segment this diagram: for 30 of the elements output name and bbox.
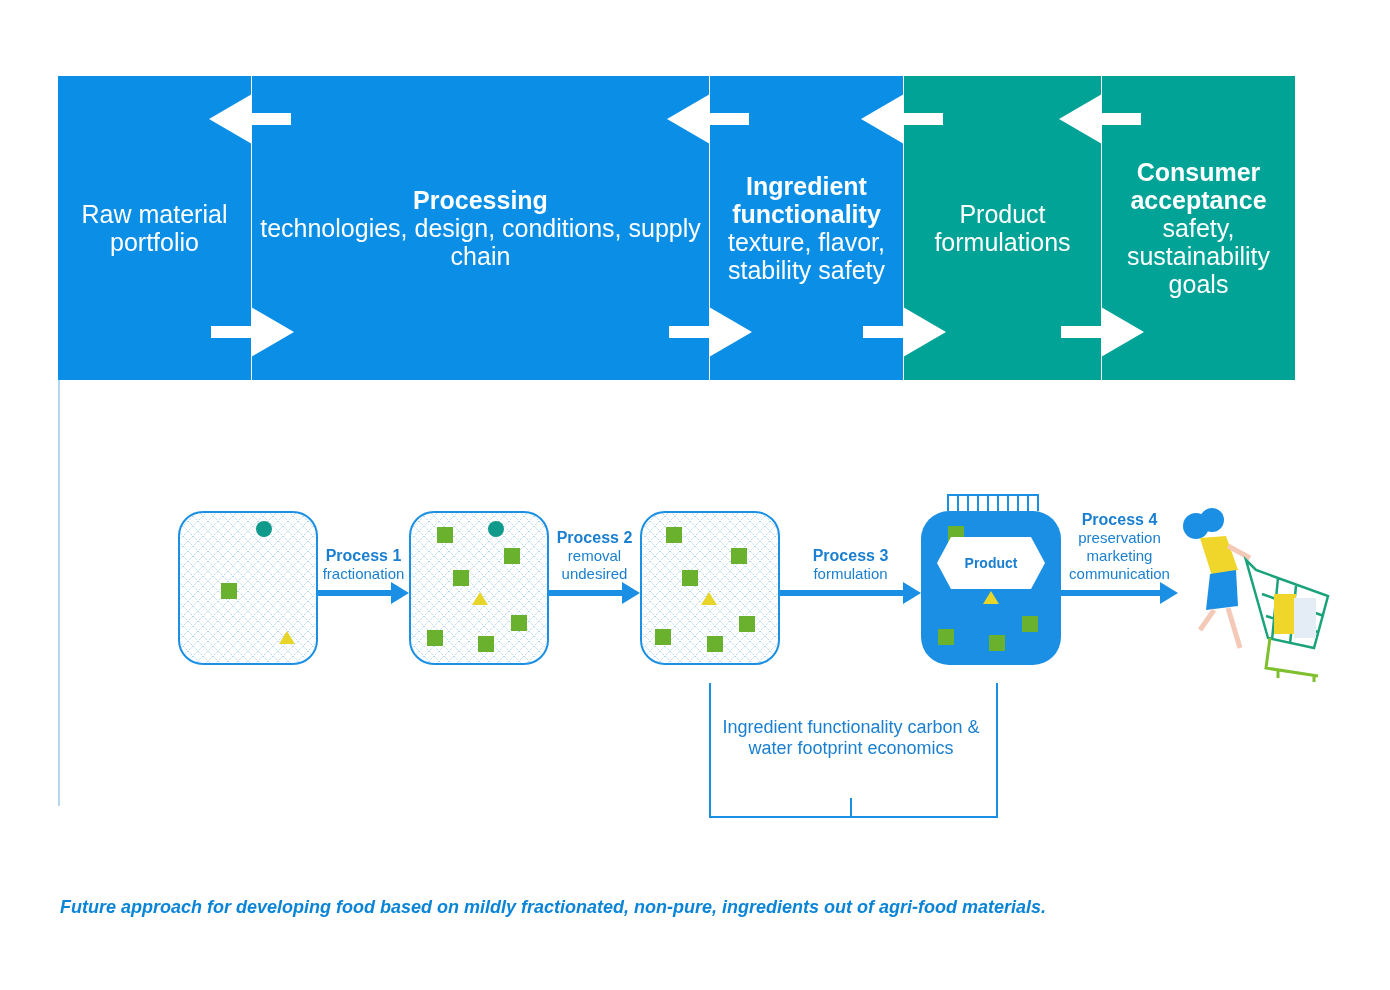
stage-panel — [58, 76, 251, 380]
arrow — [1061, 307, 1144, 357]
arrow — [549, 582, 640, 604]
edge-label: Process 2 removal undesired — [555, 529, 634, 583]
note-text: Ingredient functionality carbon & water footprint economics — [721, 717, 981, 759]
arrow — [1059, 94, 1141, 144]
edge-label: Process 4 preservation marketing communication — [1068, 511, 1171, 583]
stage-text: Product formulations — [933, 200, 1072, 256]
stage-panel — [252, 76, 709, 380]
stage-panel — [904, 76, 1101, 380]
stage-text: technologies, design, conditions, supply chain — [259, 214, 702, 270]
caption: Future approach for developing food based on mildly fractionated, non-pure, ingredients out of agri-food materials. — [60, 897, 1047, 918]
arrow — [211, 307, 294, 357]
stage-text: Raw material portfolio — [80, 200, 229, 256]
stage-panel — [1102, 76, 1295, 380]
arrow — [861, 94, 943, 144]
stage-panel — [710, 76, 903, 380]
stage-text: safety, sustainability goals — [1125, 214, 1272, 298]
arrow — [318, 582, 409, 604]
arrow — [669, 307, 752, 357]
arrow — [863, 307, 946, 357]
arrow — [1061, 582, 1178, 604]
stage-heading: Processing — [413, 186, 548, 214]
arrow — [780, 582, 921, 604]
edge-label: Process 1 fractionation — [321, 547, 406, 583]
edge-label: Process 3 formulation — [811, 547, 890, 583]
product-label: Product — [963, 555, 1019, 571]
arrow — [667, 94, 749, 144]
stage-text: texture, flavor, stability safety — [727, 228, 886, 284]
arrow — [209, 94, 291, 144]
